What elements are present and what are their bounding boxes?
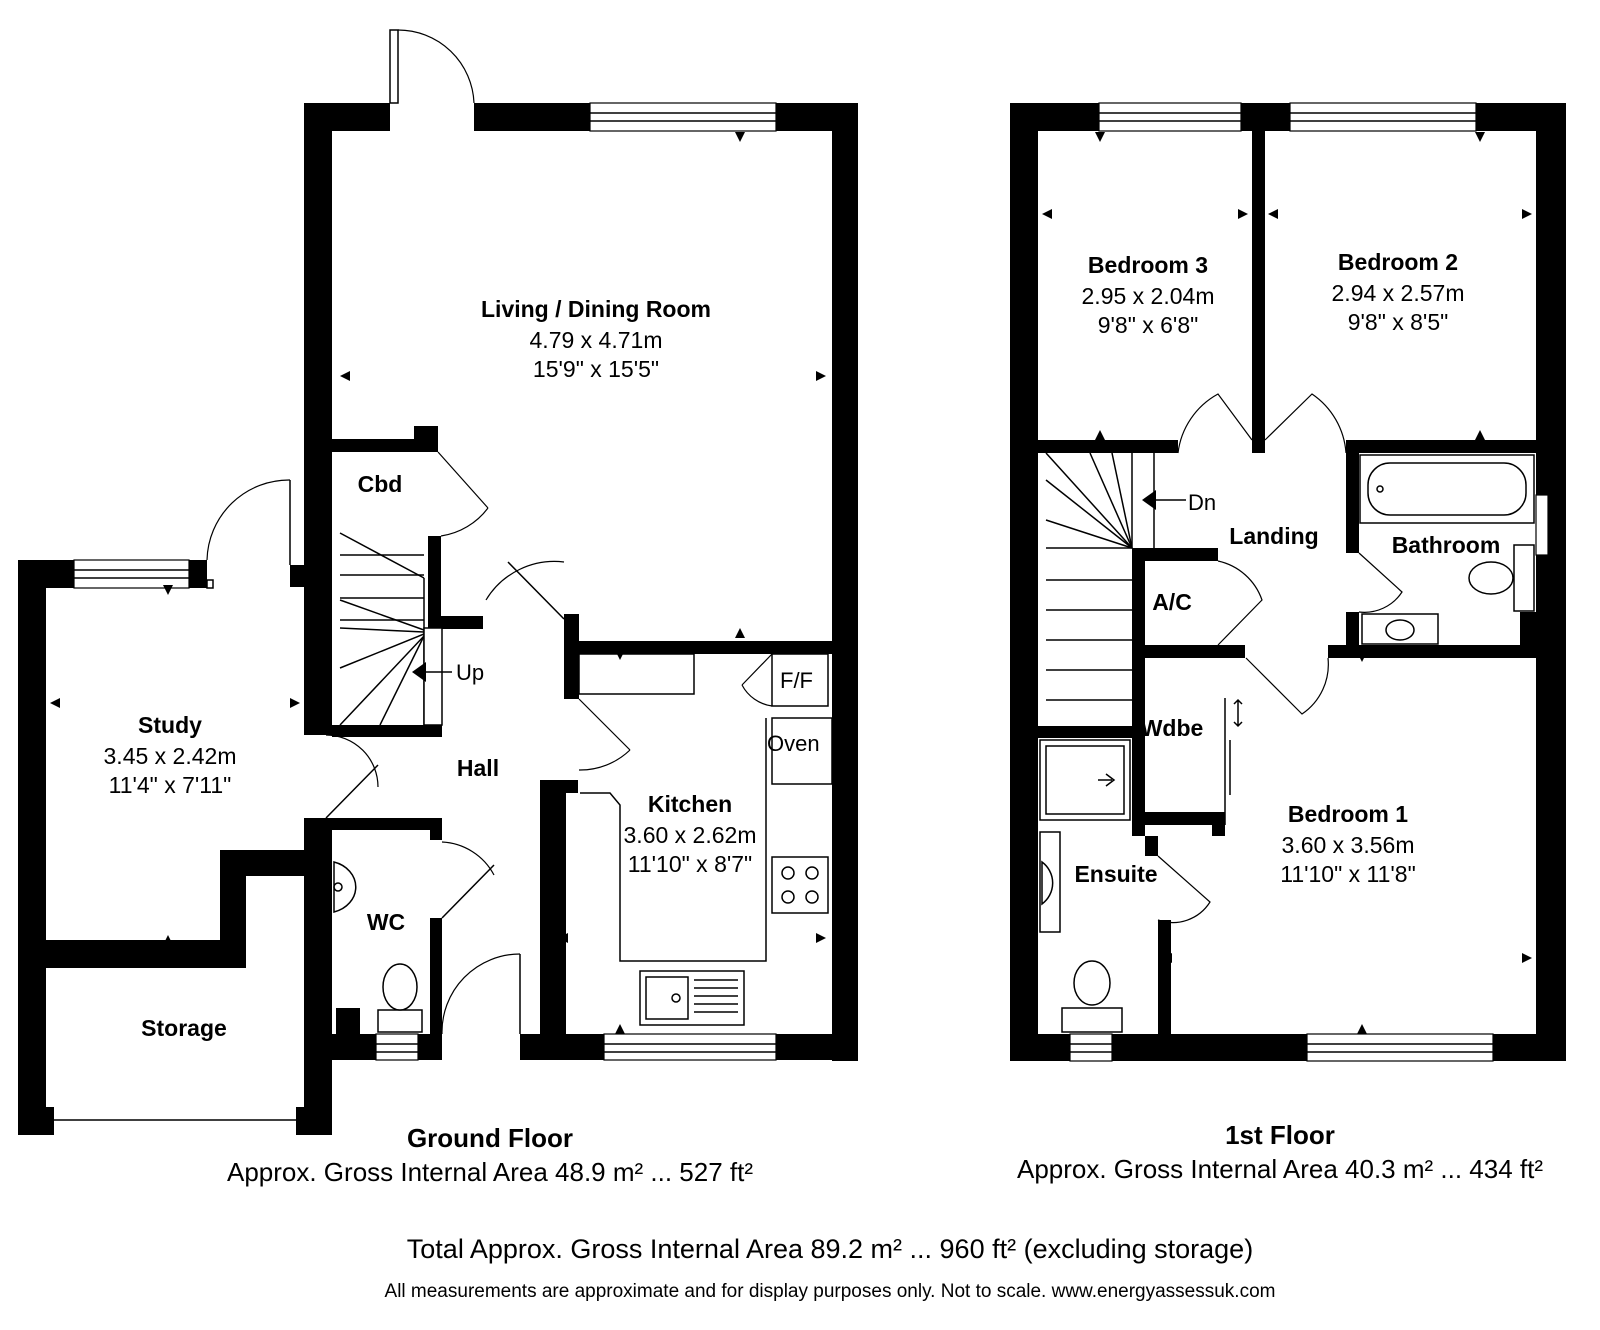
bath-toilet-icon	[1468, 544, 1535, 612]
landing-name: Landing	[1229, 523, 1318, 549]
sink-icon	[639, 970, 745, 1026]
ground-floor-title: Ground Floor	[407, 1123, 573, 1153]
study-name: Study	[138, 712, 202, 738]
living-room-imperial: 15'9" x 15'5"	[533, 356, 659, 382]
wc-basin-icon	[333, 861, 357, 913]
study-metric: 3.45 x 2.42m	[104, 743, 237, 769]
kitchen-imperial: 11'10" x 8'7"	[628, 851, 752, 877]
ground-floor-plan	[18, 29, 858, 1135]
bedroom2-metric: 2.94 x 2.57m	[1332, 280, 1465, 306]
ensuite-toilet-icon	[1061, 960, 1123, 1033]
bedroom2-name: Bedroom 2	[1338, 249, 1458, 275]
shower-icon	[1039, 739, 1131, 821]
oven-label: Oven	[767, 731, 820, 756]
dn-label: Dn	[1188, 490, 1216, 515]
ground-stairs-icon	[339, 532, 452, 726]
bedroom3-name: Bedroom 3	[1088, 252, 1208, 278]
storage-name: Storage	[141, 1015, 227, 1041]
living-room-metric: 4.79 x 4.71m	[530, 327, 663, 353]
bedroom1-metric: 3.60 x 3.56m	[1282, 832, 1415, 858]
ensuite-basin-icon	[1039, 831, 1061, 933]
ac-name: A/C	[1152, 589, 1192, 615]
living-room-name: Living / Dining Room	[481, 296, 711, 322]
bedroom1-name: Bedroom 1	[1288, 801, 1408, 827]
first-floor-plan	[1010, 102, 1566, 1062]
cbd-name: Cbd	[358, 471, 403, 497]
bedroom3-imperial: 9'8" x 6'8"	[1098, 312, 1199, 338]
wc-name: WC	[367, 909, 405, 935]
ff-label: F/F	[780, 668, 813, 693]
first-floor-area: Approx. Gross Internal Area 40.3 m² ... …	[1017, 1154, 1543, 1184]
bath-basin-icon	[1361, 613, 1439, 645]
bedroom3-metric: 2.95 x 2.04m	[1082, 283, 1215, 309]
disclaimer: All measurements are approximate and for…	[385, 1281, 1276, 1302]
up-label: Up	[456, 660, 484, 685]
bathroom-name: Bathroom	[1392, 532, 1501, 558]
study-imperial: 11'4" x 7'11"	[109, 772, 232, 798]
wdbe-name: Wdbe	[1141, 715, 1204, 741]
hob-icon	[771, 856, 829, 914]
hall-name: Hall	[457, 755, 499, 781]
first-floor-title: 1st Floor	[1225, 1120, 1335, 1150]
ground-floor-area: Approx. Gross Internal Area 48.9 m² ... …	[227, 1157, 753, 1187]
bedroom2-imperial: 9'8" x 8'5"	[1348, 309, 1449, 335]
kitchen-metric: 3.60 x 2.62m	[624, 822, 757, 848]
wc-toilet-icon	[377, 963, 423, 1033]
bath-icon	[1359, 454, 1535, 524]
ensuite-name: Ensuite	[1074, 861, 1157, 887]
total-area: Total Approx. Gross Internal Area 89.2 m…	[407, 1234, 1253, 1264]
kitchen-name: Kitchen	[648, 791, 732, 817]
bedroom1-imperial: 11'10" x 11'8"	[1280, 861, 1416, 887]
first-stairs-icon	[1045, 452, 1186, 701]
